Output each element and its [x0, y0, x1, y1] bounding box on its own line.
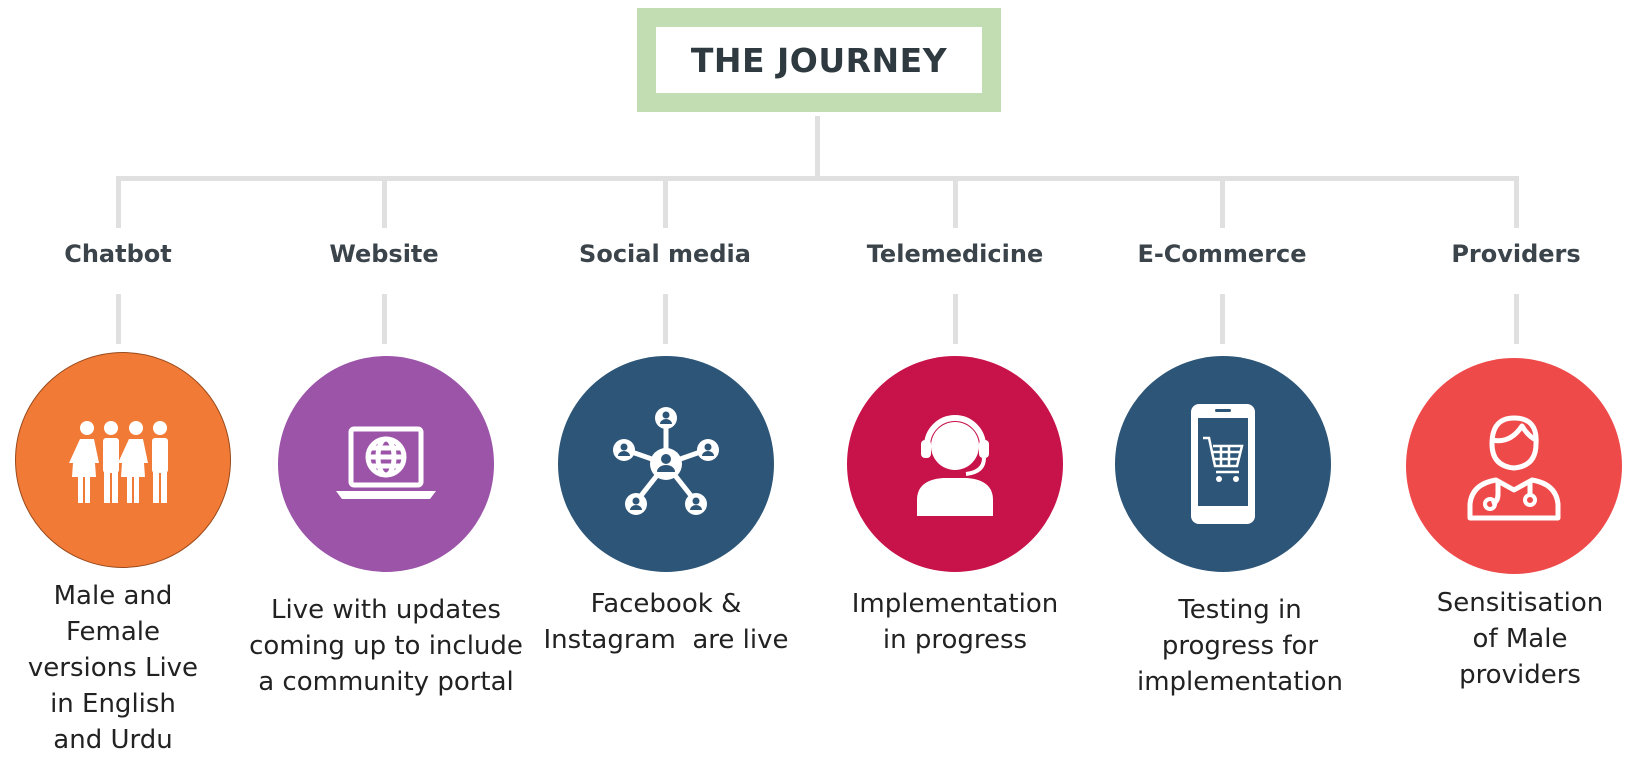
people-group-icon — [69, 421, 168, 503]
desc-e-commerce: Testing in progress for implementation — [1090, 592, 1390, 700]
desc-telemedicine: Implementation in progress — [805, 586, 1105, 658]
doctor-stethoscope-icon — [1467, 415, 1561, 521]
stub-line-chatbot — [116, 294, 121, 344]
desc-providers-line: of Male — [1472, 624, 1568, 654]
title-inner: THE JOURNEY — [656, 27, 982, 93]
laptop-globe-icon — [336, 426, 436, 499]
stub-line-social-media — [663, 294, 668, 344]
desc-website-line: Live with updates — [271, 595, 501, 625]
trunk-line — [815, 116, 820, 176]
circle-chatbot — [15, 352, 231, 568]
label-chatbot: Chatbot — [64, 240, 172, 268]
circle-telemedicine — [847, 356, 1063, 572]
circle-social-media — [558, 356, 774, 572]
desc-social-media-line: Instagram are live — [543, 625, 789, 655]
bus-line — [116, 176, 1519, 181]
desc-chatbot: Male and Female versions Live in English… — [0, 578, 263, 758]
desc-chatbot-line: and Urdu — [53, 725, 173, 755]
headset-agent-icon — [917, 415, 993, 516]
drop-line-telemedicine — [953, 176, 958, 228]
title-box: THE JOURNEY — [637, 8, 1001, 112]
desc-providers-line: providers — [1459, 660, 1581, 690]
social-network-icon — [613, 407, 719, 515]
stub-line-website — [382, 294, 387, 344]
desc-chatbot-line: in English — [50, 689, 176, 719]
drop-line-chatbot — [116, 176, 121, 228]
circle-providers — [1406, 358, 1622, 574]
label-telemedicine: Telemedicine — [866, 240, 1044, 268]
drop-line-social-media — [663, 176, 668, 228]
drop-line-providers — [1514, 176, 1519, 228]
desc-chatbot-line: Male and — [53, 581, 173, 611]
label-providers: Providers — [1451, 240, 1581, 268]
desc-providers-line: Sensitisation — [1436, 588, 1604, 618]
mobile-cart-icon — [1191, 404, 1255, 524]
stub-line-providers — [1514, 294, 1519, 344]
desc-website-line: coming up to include — [249, 631, 523, 661]
stub-line-telemedicine — [953, 294, 958, 344]
circle-website — [278, 356, 494, 572]
desc-providers: Sensitisation of Male providers — [1370, 585, 1632, 693]
circle-e-commerce — [1115, 356, 1331, 572]
desc-chatbot-line: versions Live — [27, 653, 199, 683]
desc-telemedicine-line: Implementation — [851, 589, 1059, 619]
desc-e-commerce-line: progress for — [1161, 631, 1319, 661]
desc-e-commerce-line: Testing in — [1178, 595, 1302, 625]
desc-chatbot-line: Female — [65, 617, 160, 647]
desc-website-line: a community portal — [258, 667, 514, 697]
label-social-media: Social media — [579, 240, 751, 268]
desc-telemedicine-line: in progress — [882, 625, 1028, 655]
drop-line-website — [382, 176, 387, 228]
stub-line-e-commerce — [1220, 294, 1225, 344]
desc-e-commerce-line: implementation — [1136, 667, 1343, 697]
drop-line-e-commerce — [1220, 176, 1225, 228]
desc-social-media: Facebook & Instagram are live — [516, 586, 816, 658]
diagram-title: THE JOURNEY — [690, 40, 948, 80]
desc-social-media-line: Facebook & — [590, 589, 742, 619]
desc-website: Live with updates coming up to include a… — [236, 592, 536, 700]
label-e-commerce: E-Commerce — [1137, 240, 1307, 268]
label-website: Website — [329, 240, 439, 268]
